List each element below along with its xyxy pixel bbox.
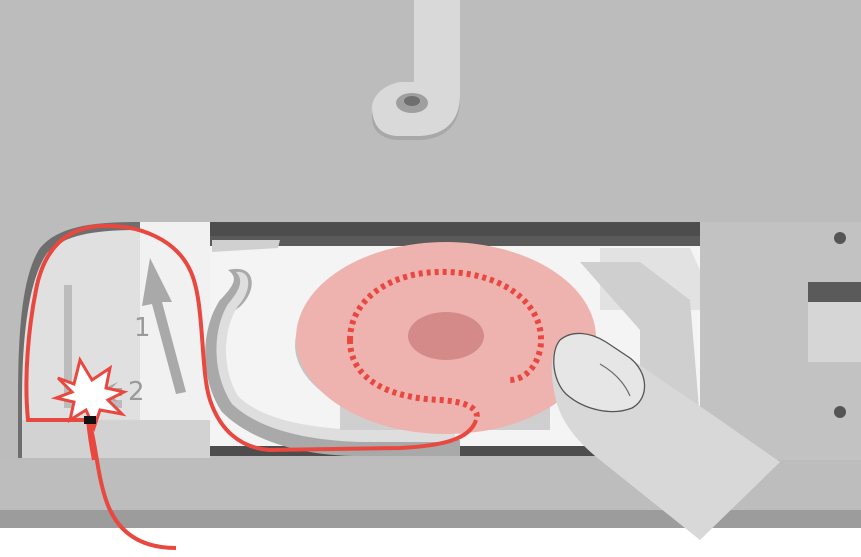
step-label-1: 1 [134, 313, 151, 343]
screw-hole [834, 406, 846, 418]
screw-hole [834, 232, 846, 244]
step-label-2: 2 [128, 377, 145, 407]
bobbin-icon [295, 242, 596, 434]
